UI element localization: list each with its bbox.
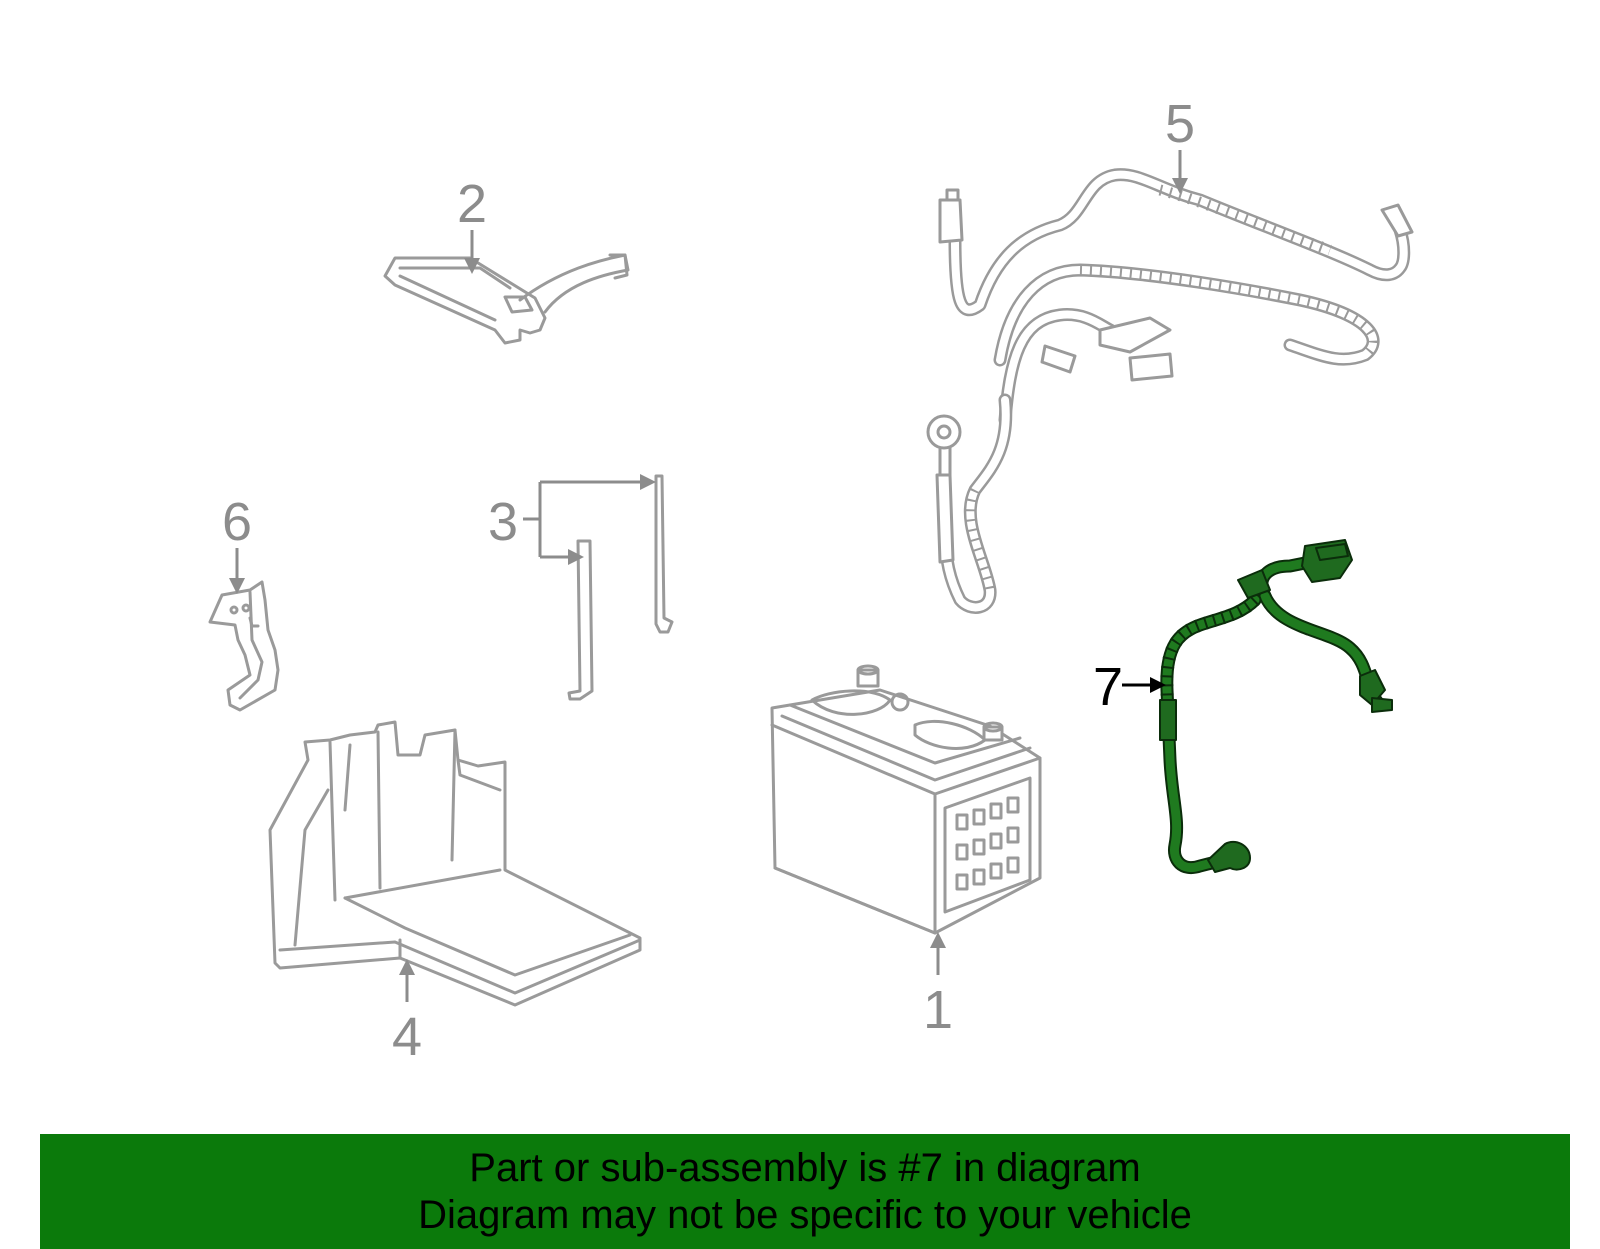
part-7-negative-cable	[1159, 539, 1393, 874]
callout-numbers: 1 2 3 4 5 6 7	[222, 94, 1195, 1067]
info-banner: Part or sub-assembly is #7 in diagram Di…	[40, 1134, 1570, 1249]
callout-6-number: 6	[222, 492, 252, 552]
part-3-hold-down-rods	[567, 474, 674, 701]
callout-4-number: 4	[392, 1007, 422, 1067]
callout-2-number: 2	[457, 174, 487, 234]
part-6-bracket	[208, 580, 280, 712]
callout-7-number: 7	[1093, 657, 1123, 717]
part-5-cable-harness	[926, 168, 1414, 614]
battery-vent-grid	[955, 796, 1020, 891]
callout-1-number: 1	[923, 980, 953, 1040]
callout-leaders	[229, 150, 1188, 1002]
callout-3-number: 3	[488, 492, 518, 552]
part-1-battery	[770, 664, 1042, 935]
callout-5-number: 5	[1165, 94, 1195, 154]
banner-line-part-info: Part or sub-assembly is #7 in diagram	[469, 1145, 1141, 1190]
part-4-battery-tray	[268, 720, 642, 1007]
banner-line-disclaimer: Diagram may not be specific to your vehi…	[418, 1192, 1192, 1237]
part-2-hold-down-clamp	[383, 253, 630, 345]
